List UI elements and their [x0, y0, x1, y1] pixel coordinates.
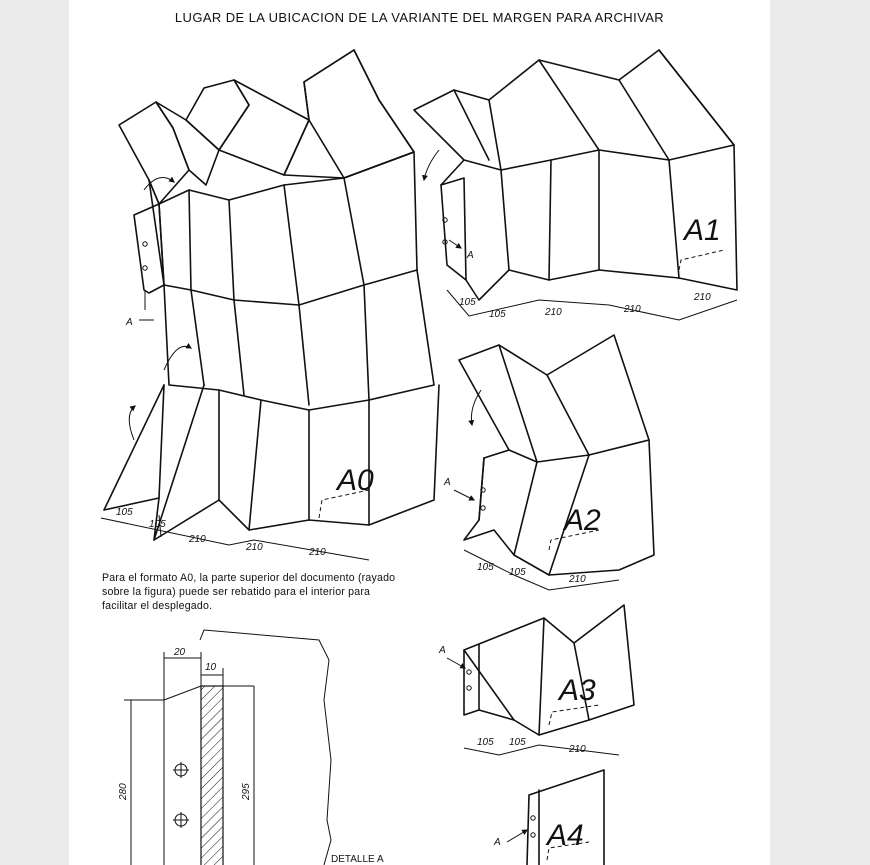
a3-fold-figure: A3 105 105 210 A — [438, 604, 635, 756]
a3-panels — [463, 604, 635, 736]
detail-hatched-margin — [200, 685, 224, 865]
a2-label: A2 — [562, 504, 601, 537]
a2-dim-105-b: 105 — [509, 567, 526, 578]
detail-dim-280: 280 — [118, 783, 129, 801]
detail-dim-10: 10 — [205, 662, 217, 673]
a2-reference-label: A — [443, 477, 451, 488]
folding-diagram: A0 105 105 210 210 210 A A1 105 105 210 … — [100, 49, 738, 865]
detail-dim-295: 295 — [241, 783, 252, 801]
detail-label: DETALLE A — [331, 854, 384, 865]
a4-fold-figure: A4 A — [493, 769, 605, 865]
a3-dim-105-a: 105 — [477, 737, 494, 748]
a0-dim-210-b: 210 — [245, 542, 263, 553]
a3-label: A3 — [557, 674, 596, 707]
a1-dim-105-b: 105 — [489, 309, 506, 320]
a4-reference-label: A — [493, 837, 501, 848]
drawing-sheet: LUGAR DE LA UBICACION DE LA VARIANTE DEL… — [69, 0, 770, 865]
detail-a-figure: 20 10 280 295 DETALLE A — [118, 629, 384, 865]
a2-top-panels — [458, 334, 650, 463]
a0-dim-210-c: 210 — [308, 547, 326, 558]
a0-caption: Para el formato A0, la parte superior de… — [102, 572, 396, 613]
a1-fold-figure: A1 105 105 210 210 210 A — [413, 49, 738, 321]
a1-top-panels — [413, 49, 735, 171]
a0-crosshatched-panel-2 — [218, 79, 310, 176]
a0-dim-210-a: 210 — [188, 534, 206, 545]
a1-dim-210-b: 210 — [623, 304, 641, 315]
a2-fold-figure: A2 105 105 210 A — [443, 334, 655, 591]
detail-sheet-outline — [199, 629, 332, 865]
a0-label: A0 — [335, 464, 374, 497]
page-title: LUGAR DE LA UBICACION DE LA VARIANTE DEL… — [174, 10, 665, 25]
a1-dim-210-c: 210 — [693, 292, 711, 303]
a0-filing-margin — [133, 203, 165, 294]
a0-hatched-panel-1 — [118, 101, 190, 205]
a0-fold-figure: A0 105 105 210 210 210 A — [100, 49, 440, 561]
a1-label: A1 — [682, 214, 721, 247]
a1-reference-label: A — [466, 250, 474, 261]
a2-dim-105-a: 105 — [477, 562, 494, 573]
a1-dim-210-a: 210 — [544, 307, 562, 318]
a3-dim-210: 210 — [568, 744, 586, 755]
a2-dim-210: 210 — [568, 574, 586, 585]
a0-upper-row — [148, 151, 418, 306]
a1-dim-105-a: 105 — [459, 297, 476, 308]
a3-dim-105-b: 105 — [509, 737, 526, 748]
detail-dim-20: 20 — [173, 647, 186, 658]
a4-label: A4 — [545, 819, 584, 852]
a0-dim-105-a: 105 — [116, 507, 133, 518]
a0-dim-105-b: 105 — [149, 519, 166, 530]
a3-reference-label: A — [438, 645, 446, 656]
a0-reference-label: A — [125, 317, 133, 328]
